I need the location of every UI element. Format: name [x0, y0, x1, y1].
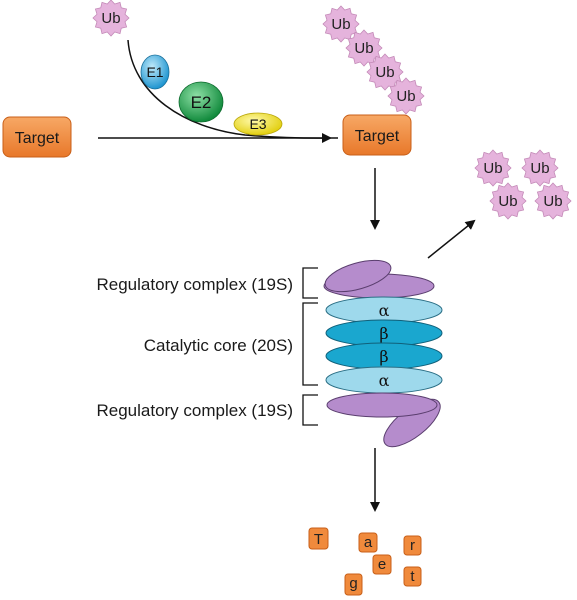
- e3-label: E3: [249, 116, 266, 132]
- alpha-ring-top: α: [325, 296, 443, 324]
- fragment-r-label: r: [410, 537, 415, 554]
- chain-ubiquitin: Ub: [387, 77, 425, 115]
- e3-enzyme: E3: [233, 112, 283, 136]
- free-ubiquitin: Ub: [92, 0, 130, 37]
- released-ubiquitin-label: Ub: [543, 193, 562, 210]
- beta-ring-bottom-label: β: [379, 347, 388, 366]
- beta-ring-top-label: β: [379, 324, 388, 343]
- target-tagged-label: Target: [355, 128, 400, 145]
- chain-ubiquitin-label: Ub: [396, 88, 415, 105]
- beta-ring-top: β: [325, 319, 443, 347]
- fragment-t-label: t: [410, 568, 415, 585]
- chain-ubiquitin-label: Ub: [331, 16, 350, 33]
- chain-ubiquitin-label: Ub: [354, 40, 373, 57]
- e2-label: E2: [191, 93, 212, 112]
- polyubiquitin-chain: Ub Ub Ub Ub: [322, 5, 425, 115]
- fragment-t-upper-label: T: [314, 531, 323, 548]
- bracket-regulatory-top: [302, 267, 318, 299]
- alpha-ring-bottom: α: [325, 366, 443, 394]
- alpha-ring-top-label: α: [379, 301, 390, 320]
- regulatory-complex-top-label: Regulatory complex (19S): [96, 275, 293, 294]
- catalytic-core-label: Catalytic core (20S): [144, 336, 293, 355]
- e1-label: E1: [146, 64, 163, 80]
- e1-enzyme: E1: [140, 54, 170, 90]
- fragment-r: r: [403, 535, 422, 556]
- regulatory-complex-top: [323, 259, 435, 299]
- fragment-g-label: g: [349, 575, 357, 592]
- ubiquitin-label: Ub: [101, 10, 120, 27]
- catalytic-core-rings: α β β α: [325, 296, 443, 394]
- ubiquitin-star-icon: [534, 182, 572, 220]
- fragment-g: g: [344, 573, 363, 596]
- fragment-a: a: [358, 532, 378, 553]
- fragment-e: e: [372, 554, 392, 575]
- released-ubiquitin: Ub Ub Ub Ub: [474, 149, 572, 220]
- fragment-e-label: e: [378, 556, 386, 573]
- regulatory-complex-bottom: [326, 392, 441, 448]
- chain-ubiquitin: Ub: [322, 5, 360, 43]
- fragment-a-label: a: [364, 534, 373, 551]
- proteasome: α β β α: [323, 259, 443, 448]
- ubiquitin-release-arrow: [427, 219, 476, 259]
- released-ubiquitin-item: Ub: [489, 182, 527, 220]
- ubiquitin-transfer-curve: [127, 39, 339, 139]
- alpha-ring-bottom-label: α: [379, 371, 390, 390]
- e2-enzyme: E2: [178, 81, 224, 123]
- fragment-t-upper: T: [308, 527, 329, 550]
- target-protein-tagged: Target: [342, 114, 412, 156]
- beta-ring-bottom: β: [325, 342, 443, 370]
- released-ubiquitin-label: Ub: [483, 160, 502, 177]
- ubiquitin-star-icon: [345, 29, 383, 67]
- chain-ubiquitin: Ub: [366, 53, 404, 91]
- bracket-regulatory-bottom: [302, 394, 318, 426]
- released-ubiquitin-label: Ub: [498, 193, 517, 210]
- ubiquitin-star-icon: [489, 182, 527, 220]
- released-ubiquitin-item: Ub: [521, 149, 559, 187]
- chain-ubiquitin-label: Ub: [375, 64, 394, 81]
- target-protein: Target: [2, 116, 72, 158]
- released-ubiquitin-label: Ub: [530, 160, 549, 177]
- released-ubiquitin-item: Ub: [474, 149, 512, 187]
- ubiquitin-star-icon: [92, 0, 130, 37]
- ubiquitin-star-icon: [474, 149, 512, 187]
- bracket-catalytic-core: [302, 302, 318, 386]
- regulatory-complex-bottom-label: Regulatory complex (19S): [96, 401, 293, 420]
- target-label: Target: [15, 130, 60, 147]
- ubiquitin-star-icon: [387, 77, 425, 115]
- ubiquitin-star-icon: [322, 5, 360, 43]
- fragment-t: t: [403, 566, 422, 587]
- chain-ubiquitin: Ub: [345, 29, 383, 67]
- ubiquitin-star-icon: [366, 53, 404, 91]
- released-ubiquitin-item: Ub: [534, 182, 572, 220]
- peptide-fragments: T a r e g t: [308, 527, 422, 596]
- ubiquitin-star-icon: [521, 149, 559, 187]
